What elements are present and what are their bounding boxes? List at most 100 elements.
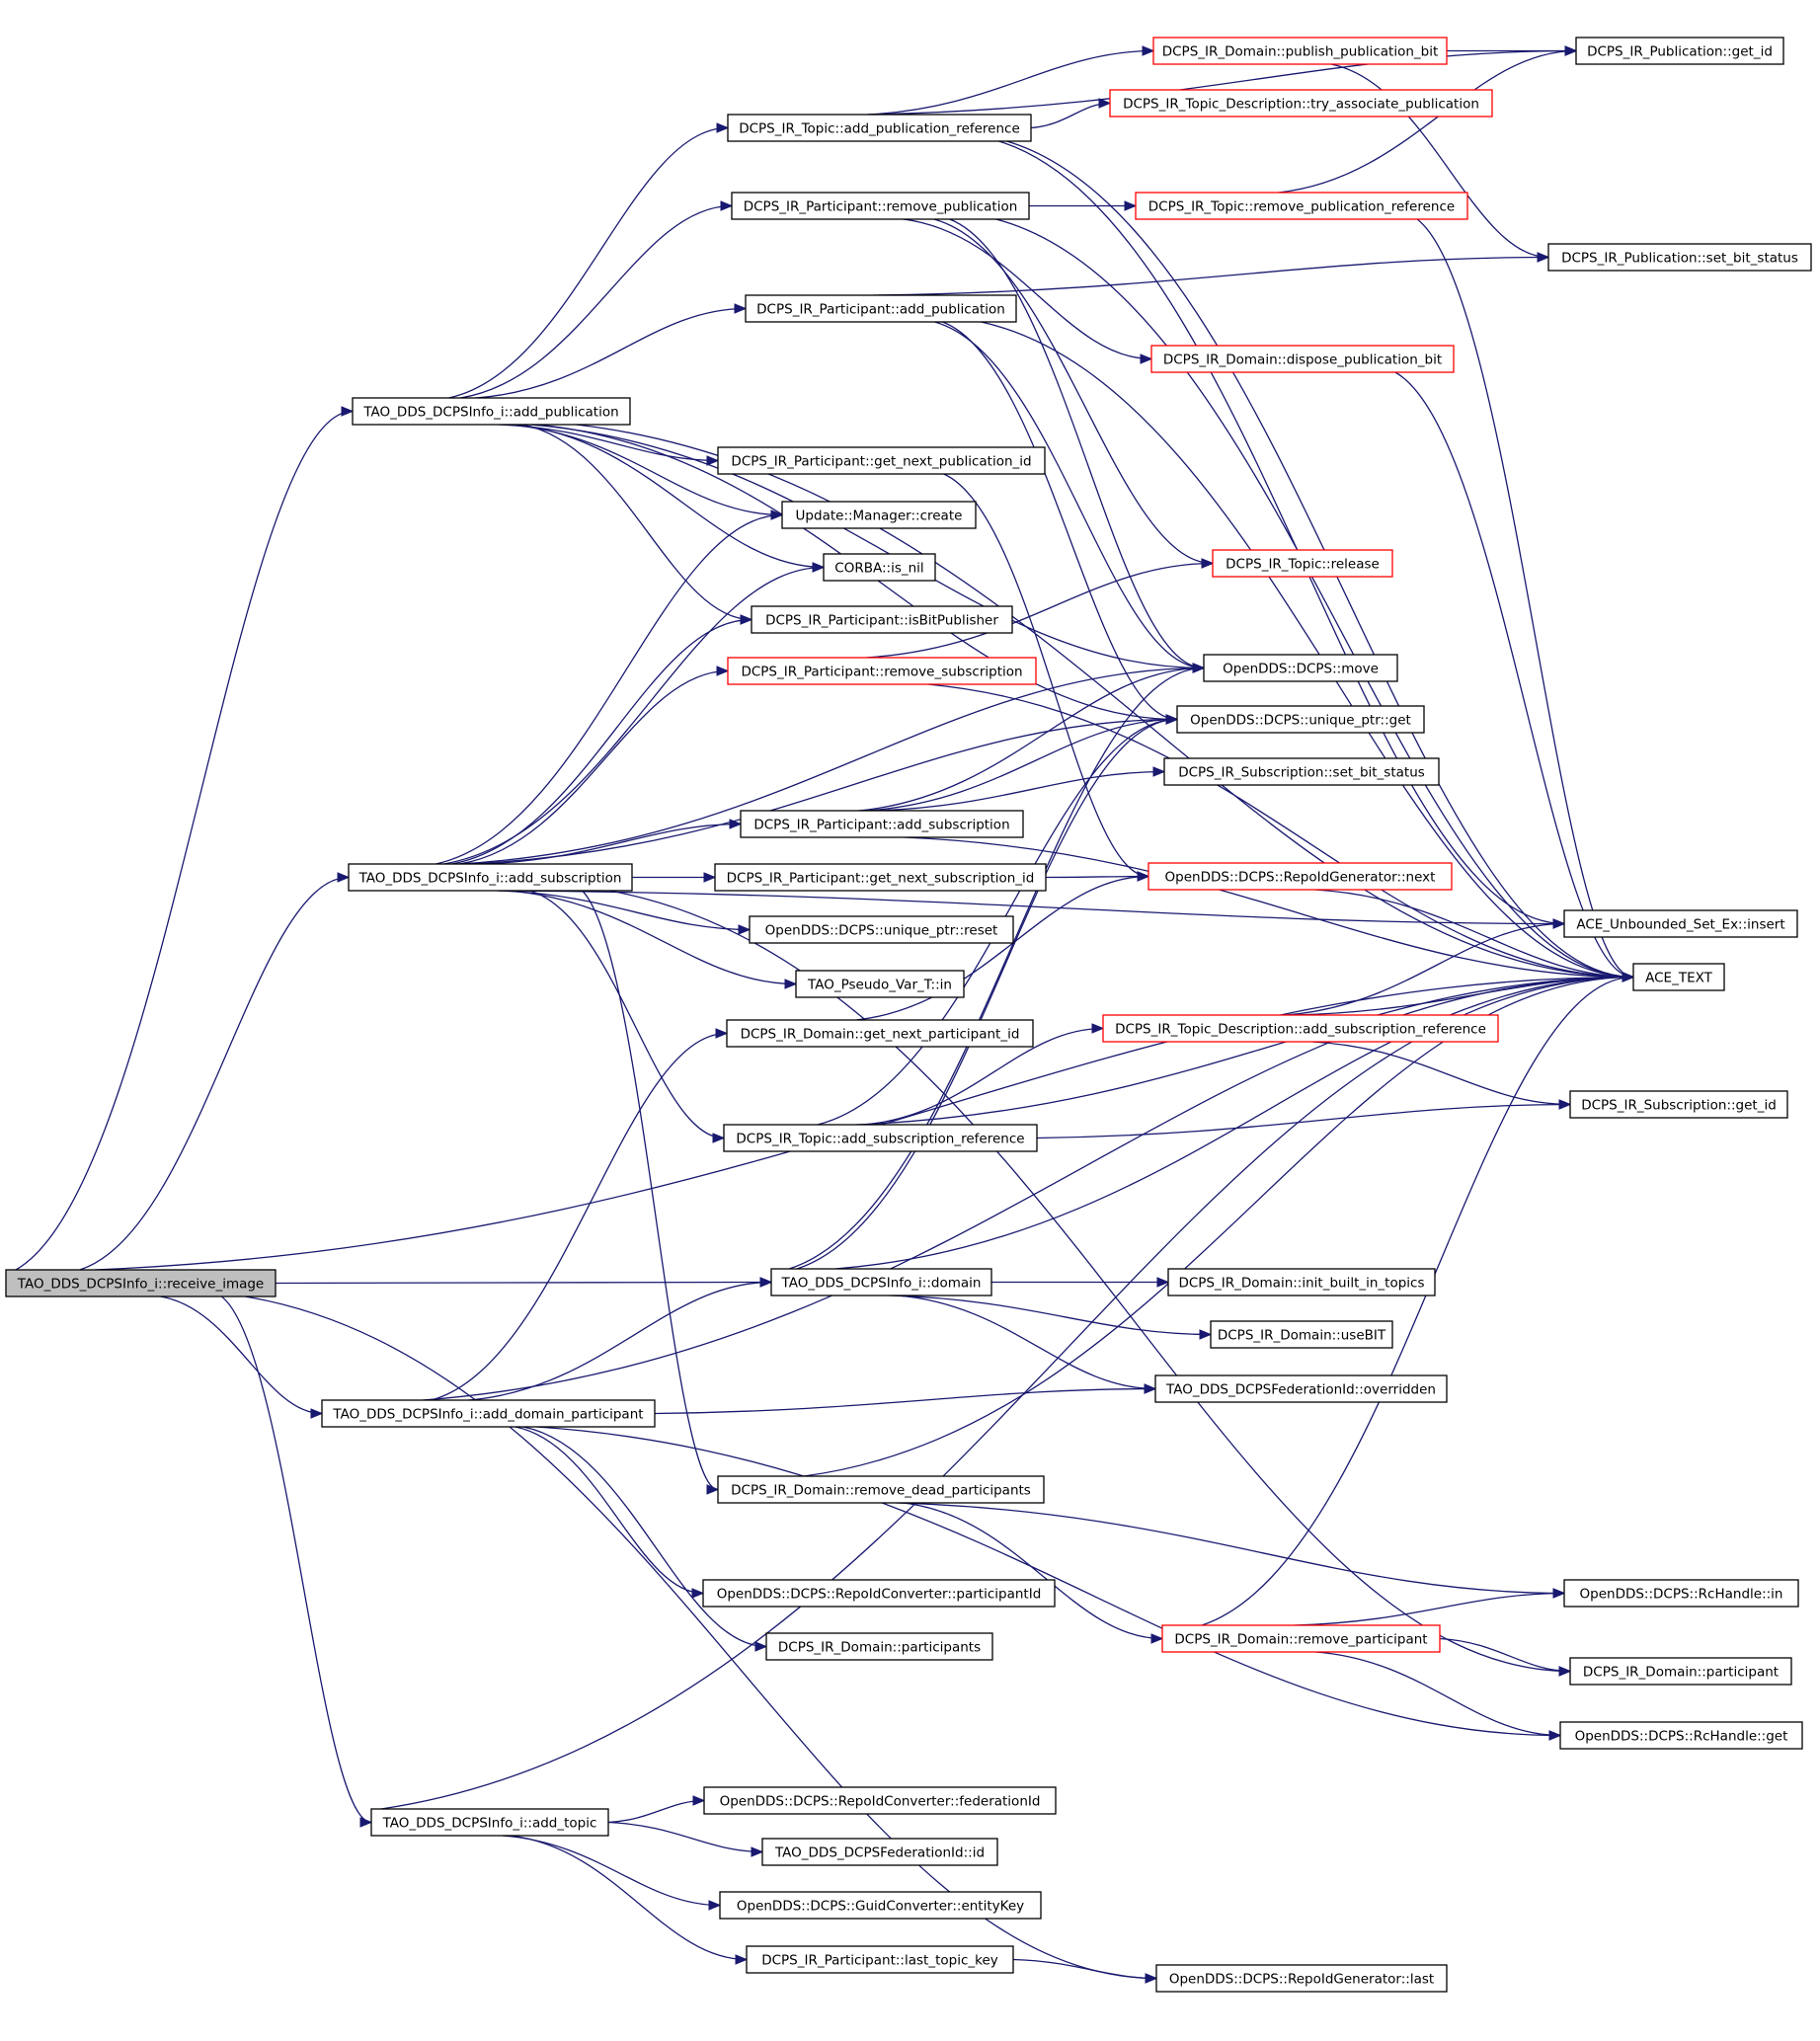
- arrowhead-info_domain-to-dom_use_bit: [1199, 1329, 1213, 1340]
- node-label-info_domain: TAO_DDS_DCPSInfo_i::domain: [781, 1276, 982, 1292]
- node-box-gen_last: [1155, 1964, 1448, 1993]
- node-sub_set_bit[interactable]: DCPS_IR_Subscription::set_bit_status: [1163, 757, 1440, 786]
- edge-dom_next_part_id-to-gen_next: [856, 875, 1149, 1021]
- edge-part_remove_sub-to-ace_text: [927, 683, 1634, 979]
- node-label-td_try_assoc_pub: DCPS_IR_Topic_Description::try_associate…: [1123, 97, 1479, 113]
- node-conv_participant_id[interactable]: OpenDDS::DCPS::RepoIdConverter::particip…: [702, 1579, 1056, 1608]
- node-add_topic[interactable]: TAO_DDS_DCPSInfo_i::add_topic: [370, 1808, 609, 1837]
- edge-part_add_sub-to-dds_move: [858, 667, 1205, 812]
- node-topic_add_pub_ref[interactable]: DCPS_IR_Topic::add_publication_reference: [727, 114, 1032, 142]
- node-box-part_remove_sub: [727, 657, 1037, 685]
- node-gen_next[interactable]: OpenDDS::DCPS::RepoIdGenerator::next: [1147, 862, 1453, 891]
- node-label-corba_is_nil: CORBA::is_nil: [834, 561, 923, 577]
- node-dds_move[interactable]: OpenDDS::DCPS::move: [1203, 654, 1398, 682]
- node-label-part_next_sub_id: DCPS_IR_Participant::get_next_subscripti…: [727, 871, 1035, 887]
- edge-receive_image-to-info_domain: [275, 1281, 772, 1285]
- node-dom_publish_bit[interactable]: DCPS_IR_Domain::publish_publication_bit: [1152, 37, 1448, 65]
- node-topic_remove_pub_ref[interactable]: DCPS_IR_Topic::remove_publication_refere…: [1135, 192, 1468, 220]
- node-label-update_create: Update::Manager::create: [796, 509, 963, 524]
- node-pub_get_id[interactable]: DCPS_IR_Publication::get_id: [1575, 37, 1784, 65]
- node-topic_release[interactable]: DCPS_IR_Topic::release: [1212, 549, 1393, 578]
- node-dom_remove_dead[interactable]: DCPS_IR_Domain::remove_dead_participants: [717, 1475, 1045, 1504]
- node-dom_init_bit[interactable]: DCPS_IR_Domain::init_built_in_topics: [1167, 1268, 1436, 1296]
- node-add_publication[interactable]: TAO_DDS_DCPSInfo_i::add_publication: [352, 397, 631, 426]
- edge-add_domain_participant-to-dom_participants: [522, 1426, 767, 1648]
- node-box-uptr_get: [1176, 705, 1425, 734]
- node-sub_get_id[interactable]: DCPS_IR_Subscription::get_id: [1569, 1090, 1788, 1119]
- edge-add_publication-to-part_remove_pub: [460, 204, 733, 399]
- node-fed_id[interactable]: TAO_DDS_DCPSFederationId::id: [761, 1838, 998, 1866]
- node-part_next_pub_id[interactable]: DCPS_IR_Participant::get_next_publicatio…: [717, 446, 1046, 475]
- edge-part_remove_pub-to-dds_move: [949, 218, 1205, 669]
- node-label-sub_get_id: DCPS_IR_Subscription::get_id: [1581, 1098, 1777, 1114]
- node-dom_next_part_id[interactable]: DCPS_IR_Domain::get_next_participant_id: [726, 1019, 1034, 1048]
- node-part_last_topic_key[interactable]: DCPS_IR_Participant::last_topic_key: [746, 1945, 1014, 1974]
- node-pseudo_in[interactable]: TAO_Pseudo_Var_T::in: [795, 970, 965, 998]
- node-dom_participant[interactable]: DCPS_IR_Domain::participant: [1569, 1657, 1792, 1686]
- arrowhead-add_subscription-to-uptr_reset: [738, 924, 752, 935]
- node-topic_add_sub_ref[interactable]: DCPS_IR_Topic::add_subscription_referenc…: [723, 1124, 1038, 1152]
- node-uptr_reset[interactable]: OpenDDS::DCPS::unique_ptr::reset: [749, 915, 1014, 944]
- node-conv_federation_id[interactable]: OpenDDS::DCPS::RepoIdConverter::federati…: [703, 1786, 1057, 1815]
- edge-info_domain-to-ace_text: [835, 976, 1634, 1270]
- node-add_domain_participant[interactable]: TAO_DDS_DCPSInfo_i::add_domain_participa…: [321, 1399, 656, 1428]
- node-add_subscription[interactable]: TAO_DDS_DCPSInfo_i::add_subscription: [348, 863, 633, 892]
- node-pub_set_bit[interactable]: DCPS_IR_Publication::set_bit_status: [1547, 243, 1812, 272]
- arrowhead-part_last_topic_key-to-gen_last: [1145, 1973, 1158, 1984]
- node-box-part_add_sub: [740, 810, 1024, 838]
- edge-add_publication-to-part_next_pub_id: [498, 424, 719, 462]
- arrowhead-receive_image-to-add_subscription: [337, 872, 351, 883]
- node-update_create[interactable]: Update::Manager::create: [781, 501, 977, 529]
- edge-td_add_sub_ref-to-sub_get_id: [1311, 1041, 1571, 1106]
- node-label-add_topic: TAO_DDS_DCPSInfo_i::add_topic: [382, 1816, 597, 1832]
- arrowhead-part_add_sub-to-sub_set_bit: [1152, 766, 1166, 777]
- node-part_is_bit_pub[interactable]: DCPS_IR_Participant::isBitPublisher: [751, 605, 1013, 634]
- node-label-dom_dispose_bit: DCPS_IR_Domain::dispose_publication_bit: [1163, 353, 1442, 368]
- node-receive_image[interactable]: TAO_DDS_DCPSInfo_i::receive_image: [5, 1269, 277, 1297]
- edge-dom_remove_part-to-ace_text: [1201, 976, 1634, 1626]
- node-uptr_get[interactable]: OpenDDS::DCPS::unique_ptr::get: [1176, 705, 1425, 734]
- node-box-dom_remove_part: [1161, 1624, 1441, 1653]
- node-box-conv_participant_id: [702, 1579, 1056, 1608]
- node-set_insert[interactable]: ACE_Unbounded_Set_Ex::insert: [1563, 909, 1798, 938]
- node-label-part_remove_pub: DCPS_IR_Participant::remove_publication: [744, 199, 1018, 215]
- node-info_domain[interactable]: TAO_DDS_DCPSInfo_i::domain: [770, 1268, 992, 1296]
- node-guid_entity_key[interactable]: OpenDDS::DCPS::GuidConverter::entityKey: [719, 1891, 1042, 1920]
- node-dom_participants[interactable]: DCPS_IR_Domain::participants: [765, 1632, 993, 1661]
- node-label-topic_remove_pub_ref: DCPS_IR_Topic::remove_publication_refere…: [1148, 199, 1455, 215]
- node-label-dom_next_part_id: DCPS_IR_Domain::get_next_participant_id: [741, 1027, 1020, 1043]
- edge-receive_image-to-ace_text: [94, 976, 1634, 1271]
- edge-dom_remove_dead-to-ace_text: [804, 976, 1634, 1477]
- node-part_remove_sub[interactable]: DCPS_IR_Participant::remove_subscription: [727, 657, 1037, 685]
- node-gen_last[interactable]: OpenDDS::DCPS::RepoIdGenerator::last: [1155, 1964, 1448, 1993]
- node-part_remove_pub[interactable]: DCPS_IR_Participant::remove_publication: [731, 192, 1030, 220]
- node-td_try_assoc_pub[interactable]: DCPS_IR_Topic_Description::try_associate…: [1109, 89, 1493, 118]
- arrowhead-add_subscription-to-update_create: [770, 510, 784, 520]
- node-box-pseudo_in: [795, 970, 965, 998]
- node-label-conv_federation_id: OpenDDS::DCPS::RepoIdConverter::federati…: [720, 1794, 1041, 1810]
- node-part_next_sub_id[interactable]: DCPS_IR_Participant::get_next_subscripti…: [714, 863, 1047, 892]
- node-box-sub_set_bit: [1163, 757, 1440, 786]
- node-box-dom_participants: [765, 1632, 993, 1661]
- node-box-dom_remove_dead: [717, 1475, 1045, 1504]
- arrowhead-dom_remove_part-to-ace_text: [1622, 972, 1635, 982]
- node-rc_get[interactable]: OpenDDS::DCPS::RcHandle::get: [1559, 1721, 1803, 1750]
- edge-part_add_sub-to-uptr_get: [866, 718, 1178, 812]
- arrowhead-td_add_sub_ref-to-set_insert: [1552, 918, 1566, 929]
- node-dom_dispose_bit[interactable]: DCPS_IR_Domain::dispose_publication_bit: [1150, 345, 1455, 373]
- node-dom_remove_part[interactable]: DCPS_IR_Domain::remove_participant: [1161, 1624, 1441, 1653]
- node-rc_in[interactable]: OpenDDS::DCPS::RcHandle::in: [1563, 1579, 1799, 1608]
- node-ace_text[interactable]: ACE_TEXT: [1632, 963, 1725, 991]
- node-fed_overridden[interactable]: TAO_DDS_DCPSFederationId::overridden: [1154, 1374, 1448, 1403]
- node-corba_is_nil[interactable]: CORBA::is_nil: [823, 553, 936, 582]
- node-dom_use_bit[interactable]: DCPS_IR_Domain::useBIT: [1210, 1320, 1393, 1349]
- edge-topic_remove_pub_ref-to-pub_get_id: [1278, 49, 1577, 194]
- node-label-td_add_sub_ref: DCPS_IR_Topic_Description::add_subscript…: [1115, 1022, 1486, 1038]
- arrowhead-add_subscription-to-pseudo_in: [784, 979, 798, 989]
- node-part_add_sub[interactable]: DCPS_IR_Participant::add_subscription: [740, 810, 1024, 838]
- edge-add_publication-to-corba_is_nil: [514, 424, 825, 569]
- node-td_add_sub_ref[interactable]: DCPS_IR_Topic_Description::add_subscript…: [1102, 1014, 1499, 1043]
- edge-dom_remove_dead-to-dom_remove_part: [903, 1502, 1163, 1640]
- node-part_add_pub[interactable]: DCPS_IR_Participant::add_publication: [745, 294, 1017, 323]
- arrowhead-dom_publish_bit-to-pub_set_bit: [1537, 252, 1550, 263]
